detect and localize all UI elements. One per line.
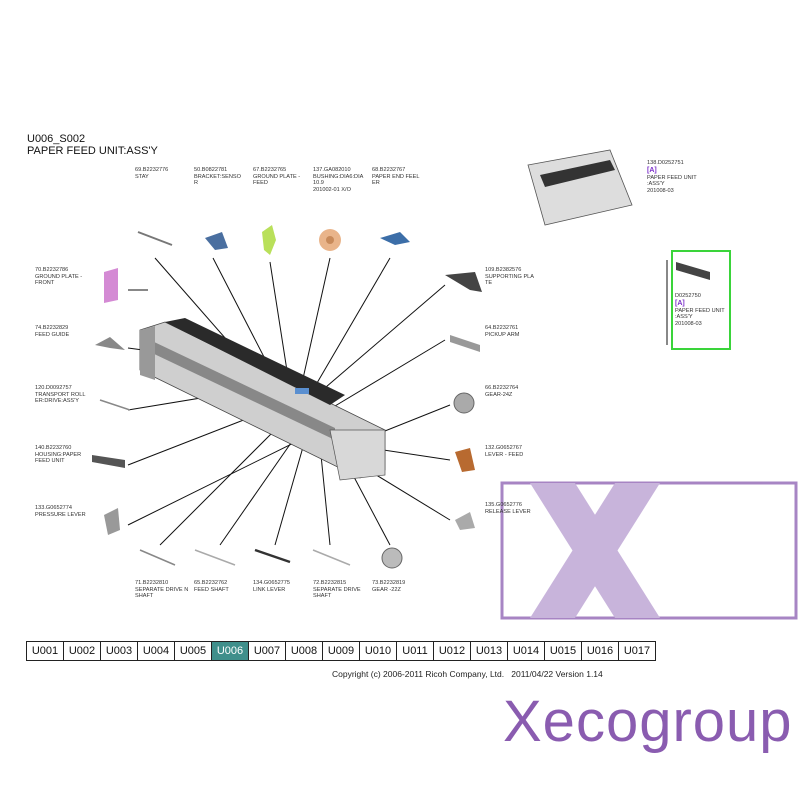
footer: Copyright (c) 2006-2011 Ricoh Company, L… — [332, 669, 603, 679]
part-icons — [92, 149, 710, 569]
section-nav: U001 U002 U003 U004 U005 U006 U007 U008 … — [26, 641, 656, 661]
section-code: U006_S002 — [27, 133, 86, 145]
transport-roller-part — [99, 399, 131, 411]
tab-u011[interactable]: U011 — [397, 642, 434, 660]
supporting-plate-part — [445, 272, 482, 292]
tab-u014[interactable]: U014 — [508, 642, 545, 660]
assembly-thumbnail — [527, 149, 633, 226]
housing-part — [92, 455, 125, 468]
tab-u016[interactable]: U016 — [582, 642, 619, 660]
paper-feed-unit-assembly — [139, 318, 386, 481]
bracket-sensor-part — [205, 232, 228, 250]
assembly-highlight-thumbnail — [676, 262, 710, 280]
link-lever-part — [254, 548, 291, 564]
tab-u004[interactable]: U004 — [138, 642, 175, 660]
lever-feed-part — [455, 448, 475, 472]
ground-plate-feed-part — [262, 225, 276, 255]
tab-u007[interactable]: U007 — [249, 642, 286, 660]
tab-u005[interactable]: U005 — [175, 642, 212, 660]
copyright: Copyright (c) 2006-2011 Ricoh Company, L… — [332, 669, 505, 679]
tab-u008[interactable]: U008 — [286, 642, 323, 660]
separate-driven-shaft-part — [139, 549, 176, 566]
tab-u010[interactable]: U010 — [360, 642, 397, 660]
version: 2011/04/22 Version 1.14 — [511, 669, 603, 679]
tab-u009[interactable]: U009 — [323, 642, 360, 660]
gear-22z-part — [381, 547, 403, 569]
tab-u002[interactable]: U002 — [64, 642, 101, 660]
selected-assembly-box[interactable] — [671, 250, 731, 350]
separate-drive-shaft-part — [312, 549, 351, 566]
pickup-arm-part — [450, 335, 480, 352]
release-lever-part — [455, 512, 475, 530]
tab-u013[interactable]: U013 — [471, 642, 508, 660]
watermark-logo — [500, 481, 798, 620]
stay-part — [137, 231, 173, 246]
tab-u006[interactable]: U006 — [212, 642, 249, 660]
gear-24z-part — [453, 392, 475, 414]
feed-shaft-part — [194, 549, 236, 566]
tab-u012[interactable]: U012 — [434, 642, 471, 660]
pressure-lever-part — [104, 508, 120, 535]
paper-end-feeler-part — [380, 232, 410, 245]
tab-u017[interactable]: U017 — [619, 642, 655, 660]
watermark-text: Xecogroup — [503, 689, 793, 754]
page-title: PAPER FEED UNIT:ASS'Y — [27, 145, 158, 157]
ground-plate-front-part — [104, 268, 118, 303]
tab-u015[interactable]: U015 — [545, 642, 582, 660]
tab-u003[interactable]: U003 — [101, 642, 138, 660]
feed-guide-part — [95, 337, 125, 350]
tab-u001[interactable]: U001 — [27, 642, 64, 660]
